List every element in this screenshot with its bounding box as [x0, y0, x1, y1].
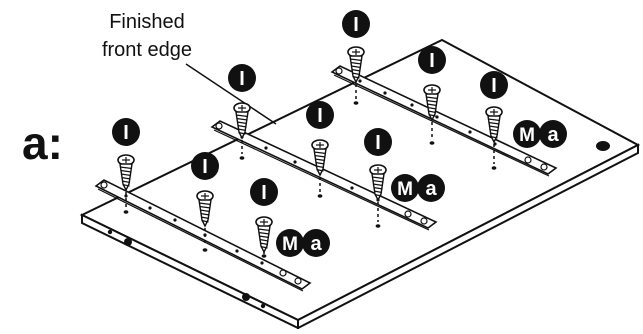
screw-shank: [198, 199, 212, 228]
svg-text:I: I: [202, 156, 208, 178]
svg-text:I: I: [317, 105, 323, 127]
part-badge-m: M: [276, 229, 304, 257]
svg-text:I: I: [491, 75, 497, 97]
svg-text:M: M: [282, 234, 298, 255]
rail: [210, 120, 438, 231]
part-badge-screw: I: [480, 71, 508, 99]
part-badge-screw: I: [191, 152, 219, 180]
rail: [330, 65, 558, 177]
rail: [94, 179, 312, 292]
drill-mark: [429, 141, 435, 145]
svg-text:I: I: [239, 68, 245, 90]
callout-line-2: front edge: [101, 39, 193, 61]
front-edge-callout: Finished front edge: [72, 8, 222, 64]
screw-shank: [349, 55, 363, 84]
svg-text:a: a: [547, 124, 559, 146]
part-badge-screw: I: [342, 10, 370, 38]
screw: I: [228, 64, 256, 160]
drill-mark: [317, 194, 323, 198]
screw: I: [112, 118, 140, 214]
drill-mark: [375, 224, 381, 228]
part-badge-screw: I: [112, 118, 140, 146]
screw-shank: [371, 173, 385, 202]
part-badge-a: a: [417, 174, 445, 202]
svg-text:a: a: [425, 178, 437, 200]
drill-mark: [239, 156, 245, 160]
screw: I: [364, 128, 392, 228]
screw-shank: [257, 225, 271, 254]
svg-text:a: a: [310, 233, 322, 255]
step-label: a:: [22, 117, 63, 169]
drill-mark: [491, 166, 497, 170]
drill-mark: [261, 254, 267, 258]
part-badge-a: a: [539, 120, 567, 148]
part-badge-screw: I: [418, 46, 446, 74]
screw: I: [342, 10, 370, 105]
part-badge-screw: I: [250, 178, 278, 206]
screw: I: [191, 152, 219, 252]
svg-text:I: I: [261, 182, 267, 204]
panel-side-edge: [297, 143, 639, 330]
part-badge-screw: I: [306, 101, 334, 129]
part-badge-m: M: [391, 174, 419, 202]
edge-hole: [242, 293, 250, 301]
svg-text:M: M: [397, 179, 413, 200]
svg-text:I: I: [353, 14, 359, 36]
part-badge-a: a: [302, 229, 330, 257]
screw: I: [418, 46, 446, 145]
callout-leader: [185, 63, 277, 125]
drill-mark: [123, 210, 129, 214]
callout-line-1: Finished: [109, 11, 185, 33]
drill-mark: [202, 248, 208, 252]
screw: I: [250, 178, 278, 258]
drill-mark: [353, 101, 359, 105]
edge-hole: [107, 229, 113, 235]
svg-text:M: M: [519, 125, 535, 146]
edge-hole: [260, 303, 266, 309]
svg-text:I: I: [375, 132, 381, 154]
part-badge-screw: I: [364, 128, 392, 156]
screw: I: [480, 71, 508, 170]
screw-shank: [119, 163, 133, 192]
screw-shank: [425, 93, 439, 122]
panel-hole: [596, 141, 610, 151]
screw-shank: [487, 115, 501, 144]
screw: I: [306, 101, 334, 198]
screw-group: I I I I I I I I I: [112, 10, 508, 258]
svg-text:I: I: [429, 50, 435, 72]
part-badge-screw: I: [228, 64, 256, 92]
screw-shank: [235, 111, 249, 140]
edge-hole: [124, 238, 132, 246]
screw-shank: [313, 148, 327, 177]
svg-text:I: I: [123, 122, 129, 144]
part-badge-m: M: [513, 120, 541, 148]
